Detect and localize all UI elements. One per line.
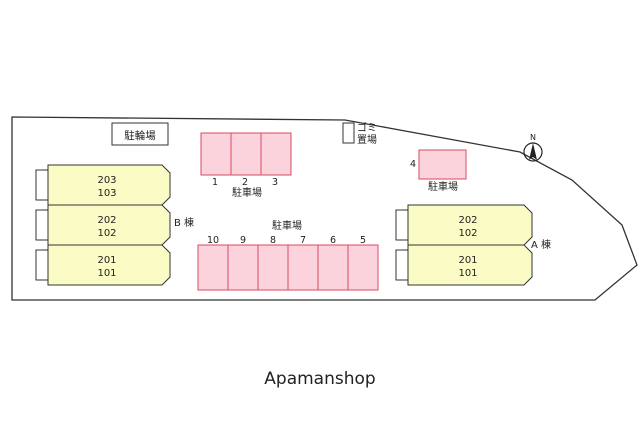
building-unit: [47, 244, 171, 286]
unit-number-upper: 201: [97, 255, 116, 266]
parking-slot-number: 2: [242, 177, 248, 188]
unit-number-upper: 202: [458, 215, 477, 226]
parking-slot-3: [260, 132, 292, 176]
unit-number-upper: 202: [97, 215, 116, 226]
unit-number-lower: 102: [97, 228, 116, 239]
unit-number-lower: 102: [458, 228, 477, 239]
entrance-box: [35, 249, 49, 281]
entrance-box: [35, 169, 49, 201]
unit-number-lower: 103: [97, 188, 116, 199]
parking-slot-number: 8: [270, 235, 276, 246]
entrance-box: [35, 209, 49, 241]
unit-number-upper: 203: [97, 175, 116, 186]
parking-group-top: 1 2 3: [200, 132, 292, 188]
building-unit: [407, 244, 533, 286]
bicycle-parking-label: 駐輪場: [124, 129, 156, 142]
parking-slot-5: [347, 244, 379, 291]
building-a-label: A 棟: [531, 238, 551, 251]
parking-slot-6: [317, 244, 349, 291]
unit-number-lower: 101: [458, 268, 477, 279]
garbage-label: ゴミ置場: [357, 121, 377, 146]
parking-slot-2: [230, 132, 262, 176]
unit-number-upper: 201: [458, 255, 477, 266]
parking-slot-number: 4: [410, 159, 416, 170]
parking-group-bottom: 10 9 8 7 6 5: [197, 235, 379, 291]
building-a: 202 102 201 101: [395, 204, 533, 286]
garbage-box: [342, 122, 355, 144]
parking-slot-9: [227, 244, 259, 291]
parking-slot-number: 3: [272, 177, 278, 188]
building-b: 203 103 202 102 201 101: [35, 164, 171, 286]
north-arrow-icon: N: [523, 133, 543, 162]
parking-slot-number: 9: [240, 235, 246, 246]
parking-top-label: 駐車場: [232, 186, 262, 199]
footer-brand: Apamanshop: [264, 369, 375, 389]
parking-group-right: 4: [410, 149, 467, 180]
parking-slot-7: [287, 244, 319, 291]
parking-slot-number: 1: [212, 177, 218, 188]
parking-slot-number: 7: [300, 235, 306, 246]
parking-slot-number: 6: [330, 235, 336, 246]
parking-slot-8: [257, 244, 289, 291]
parking-slot-4: [418, 149, 467, 180]
parking-slot-1: [200, 132, 232, 176]
north-label: N: [530, 133, 536, 142]
entrance-box: [395, 249, 409, 281]
parking-slot-number: 5: [360, 235, 366, 246]
parking-bottom-label: 駐車場: [272, 219, 302, 232]
building-b-label: B 棟: [174, 216, 194, 229]
parking-right-label: 駐車場: [428, 180, 458, 193]
entrance-box: [395, 209, 409, 241]
bicycle-parking-box: [111, 122, 169, 146]
parking-slot-10: [197, 244, 229, 291]
parking-slot-number: 10: [207, 235, 219, 246]
unit-number-lower: 101: [97, 268, 116, 279]
